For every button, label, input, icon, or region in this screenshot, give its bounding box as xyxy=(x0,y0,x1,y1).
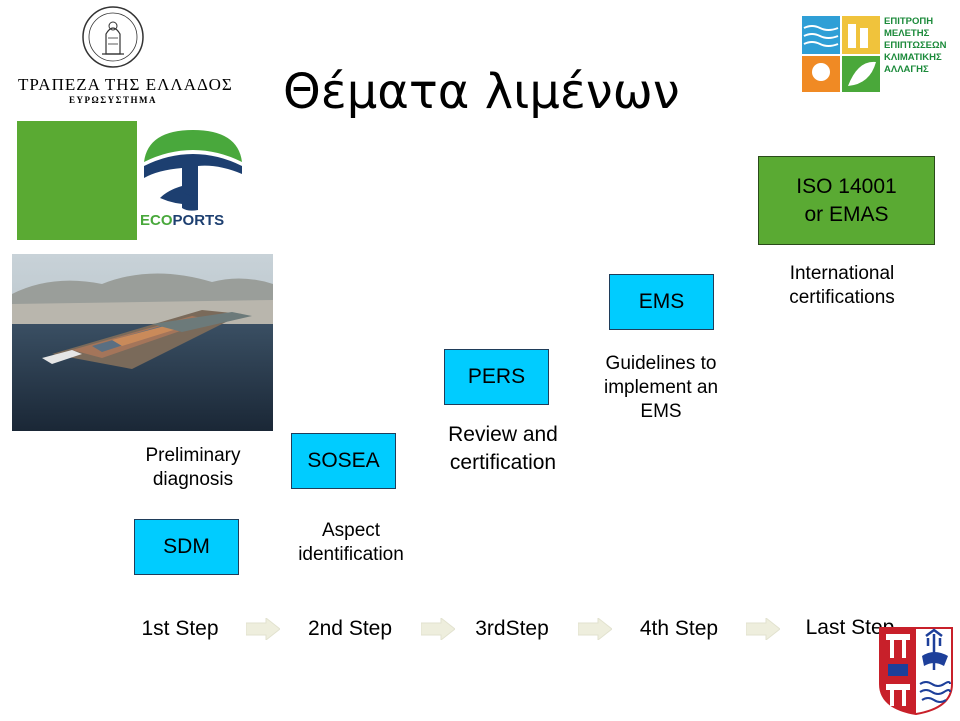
climate-committee-logo: ΕΠΙΤΡΟΠΗ ΜΕΛΕΤΗΣ ΕΠΙΠΤΩΣΕΩΝ ΚΛΙΜΑΤΙΚΗΣ Α… xyxy=(800,14,960,94)
port-photo-image xyxy=(12,254,273,431)
step-2-label: 2nd Step xyxy=(307,617,393,640)
review-caption: Review and certification xyxy=(448,423,558,474)
university-logo xyxy=(878,626,954,716)
iso-emas-box: ISO 14001 or EMAS xyxy=(758,156,935,245)
aspect-caption: Aspect identification xyxy=(298,520,404,565)
step-arrow-2-icon xyxy=(421,618,455,640)
ecoports-emblem-icon xyxy=(144,130,242,211)
step-5-label: Last Step xyxy=(805,616,895,639)
bank-of-greece-logo: ΤΡΑΠΕΖΑ ΤΗΣ ΕΛΛΑΔΟΣ ΕΥΡΩΣΥΣΤΗΜΑ xyxy=(18,4,233,112)
slide-title: Θέματα λιμένων xyxy=(283,64,680,120)
sosea-box: SOSEA xyxy=(291,433,396,489)
step-3-label: 3rdStep xyxy=(475,617,549,640)
step-arrow-3-icon xyxy=(578,618,612,640)
green-square xyxy=(17,121,137,240)
step-1-label: 1st Step xyxy=(141,617,219,640)
ecoports-eco: ECO xyxy=(140,212,173,229)
port-aerial-photo xyxy=(12,254,273,431)
committee-text: ΕΠΙΤΡΟΠΗ ΜΕΛΕΤΗΣ ΕΠΙΠΤΩΣΕΩΝ ΚΛΙΜΑΤΙΚΗΣ Α… xyxy=(884,16,947,75)
ecoports-logo: ECOPORTS xyxy=(138,126,250,238)
bank-seal-icon xyxy=(82,6,144,68)
ecoports-ports: PORTS xyxy=(172,212,225,229)
step-arrow-4-icon xyxy=(746,618,780,640)
step-arrow-1-icon xyxy=(246,618,280,640)
bank-name: ΤΡΑΠΕΖΑ ΤΗΣ ΕΛΛΑΔΟΣ xyxy=(18,75,233,94)
pers-box: PERS xyxy=(444,349,549,405)
step-4-label: 4th Step xyxy=(639,617,719,640)
university-shield-icon xyxy=(879,627,953,716)
sdm-box: SDM xyxy=(134,519,239,575)
committee-emblem-icon xyxy=(802,16,880,92)
bank-subtitle: ΕΥΡΩΣΥΣΤΗΜΑ xyxy=(69,95,157,105)
guidelines-caption: Guidelines to implement an EMS xyxy=(603,353,719,422)
preliminary-caption: Preliminary diagnosis xyxy=(145,445,241,490)
international-caption: International certifications xyxy=(789,263,895,308)
ems-box: EMS xyxy=(609,274,714,330)
ecoports-wordmark: ECOPORTS xyxy=(140,212,224,229)
